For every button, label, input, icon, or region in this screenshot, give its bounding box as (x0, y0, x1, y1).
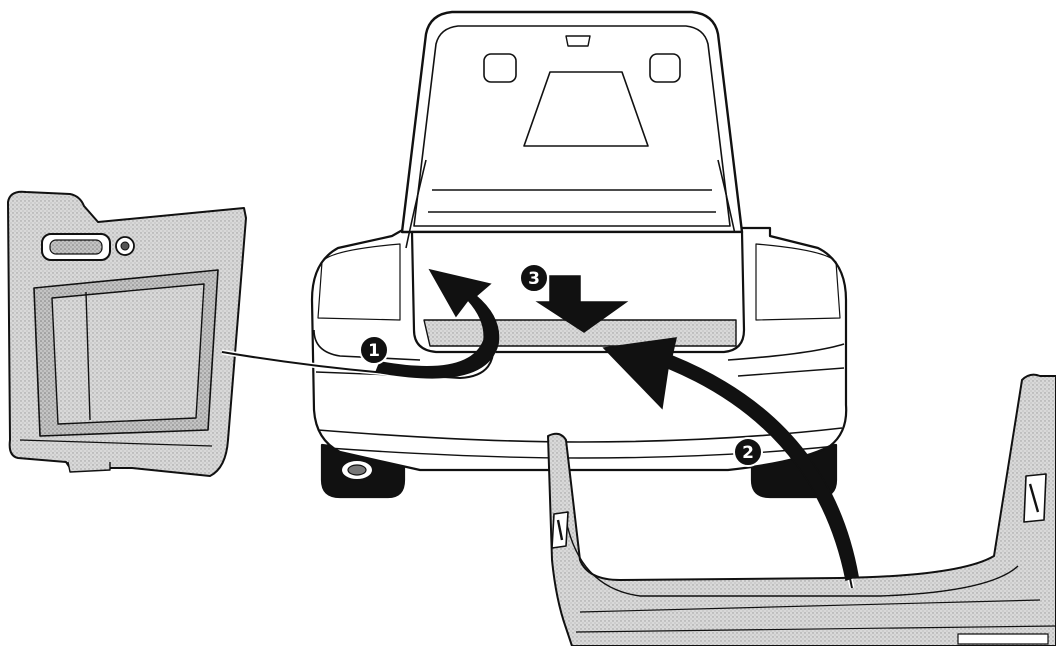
callout-2-label: 2 (742, 443, 754, 463)
callout-3-label: 3 (528, 269, 540, 289)
arrow-2 (602, 337, 859, 589)
callout-1-label: 1 (368, 341, 380, 361)
arrow-1 (221, 268, 500, 381)
bumper-upper-line (313, 329, 845, 361)
rear-sill-trim-panel (547, 373, 1056, 646)
callout-3: 3 (519, 263, 549, 293)
left-taillight (317, 243, 401, 321)
right-taillight (755, 243, 841, 321)
left-side-trim-panel (7, 190, 247, 477)
callout-1: 1 (359, 335, 389, 365)
lid-right-recess (649, 53, 681, 83)
bumper-lower-line (317, 427, 843, 443)
trunk-floor-edge (423, 319, 737, 347)
lid-latch (565, 35, 591, 47)
callout-2: 2 (733, 437, 763, 467)
lid-left-recess (483, 53, 517, 83)
arrow-3 (535, 275, 629, 333)
bumper-bottom-line (327, 445, 837, 459)
lid-center-panel (523, 71, 649, 147)
